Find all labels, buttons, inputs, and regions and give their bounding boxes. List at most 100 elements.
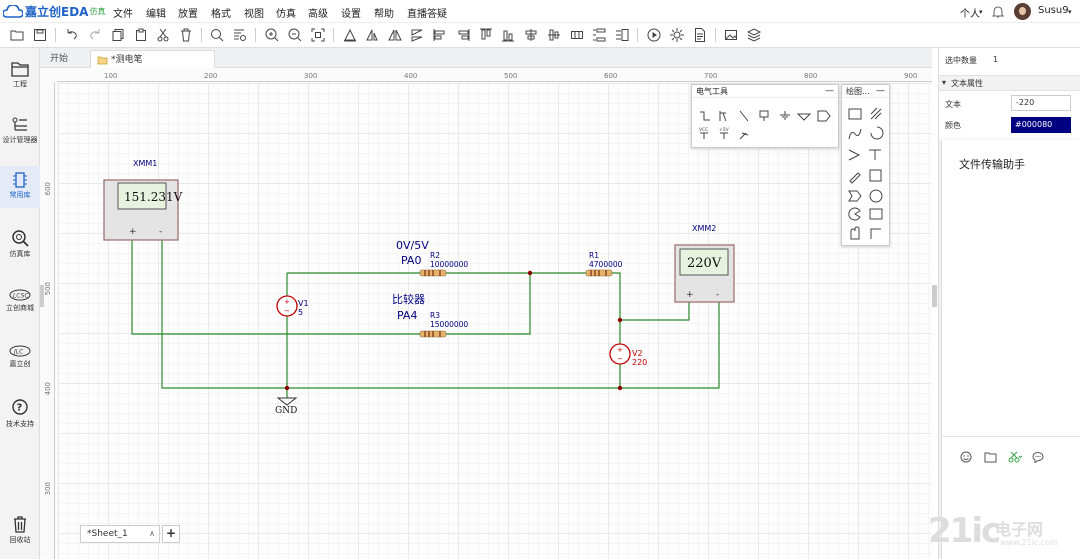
menu-live-qa[interactable]: 直播答疑 [407,9,447,20]
pencil-tool-icon[interactable] [849,172,861,184]
sidebar-item-design-manager[interactable]: 设计管理器 [0,116,40,145]
layer-order-icon[interactable] [614,27,630,43]
menu-place[interactable]: 放置 [178,9,198,20]
circle-tool-icon[interactable] [869,189,883,203]
multimeter-xmm2[interactable]: 220V + - [674,244,735,303]
text-input[interactable]: -220 [1011,95,1071,111]
bus-tool-icon[interactable] [719,111,727,122]
frame-tool-icon[interactable] [848,108,862,120]
avatar[interactable] [1014,3,1031,20]
vcc-tool-icon[interactable] [700,132,708,139]
flip-horizontal-icon[interactable] [387,27,403,43]
arc-tool-icon[interactable] [870,126,884,140]
rotate-ccw-icon[interactable] [364,27,380,43]
sidebar-item-jlc[interactable]: JLC 嘉立创 [0,344,40,369]
note-comparator[interactable]: 比较器 [392,292,425,306]
rect-tool-icon[interactable] [869,169,882,182]
sidebar-item-sim-lib[interactable]: 仿真库 [0,228,40,259]
align-right-icon[interactable] [455,27,471,43]
color-input[interactable]: #000080 [1011,117,1071,133]
menu-edit[interactable]: 编辑 [146,9,166,20]
flip-vertical-icon[interactable] [409,27,425,43]
sheet-tab[interactable]: *Sheet_1 ∧ [80,525,160,543]
pan-tool-icon[interactable] [850,226,860,240]
align-bottom-icon[interactable] [500,27,516,43]
align-center-v-icon[interactable] [546,27,562,43]
emoji-icon[interactable] [960,451,972,463]
menu-help[interactable]: 帮助 [374,9,394,20]
bezier-tool-icon[interactable] [848,128,862,140]
multimeter-xmm1[interactable]: 151.231V + - [103,179,183,241]
image-tool-icon[interactable] [869,208,883,220]
voltage-source-v2[interactable]: + − [609,343,631,365]
sidebar-item-support[interactable]: ? 技术支持 [0,398,40,429]
text-tool-icon[interactable] [869,149,881,160]
user-name[interactable]: Susu9 [1038,5,1069,16]
fit-view-icon[interactable] [310,27,326,43]
net-label-pa4[interactable]: PA4 [397,309,417,322]
ground-tool-icon[interactable] [780,111,790,120]
ground-symbol[interactable] [276,397,298,406]
net-label-pa0[interactable]: PA0 [401,254,421,267]
left-collapse-handle[interactable] [40,285,44,307]
schematic-grid[interactable] [58,83,932,559]
menu-advanced[interactable]: 高级 [308,9,328,20]
personal-menu[interactable]: 个人 [960,9,980,20]
sidebar-item-recycle[interactable]: 回收站 [0,514,40,545]
chat-icon[interactable] [1032,451,1044,463]
netlabel-tool-icon[interactable] [759,110,769,121]
note-range[interactable]: 0V/5V [396,239,429,252]
align-left-icon[interactable] [432,27,448,43]
port-tool-icon[interactable] [817,110,831,122]
cut-icon[interactable] [155,27,171,43]
run-sim-icon[interactable] [646,27,662,43]
sim-settings-icon[interactable] [669,27,685,43]
pie-tool-icon[interactable] [848,207,861,221]
find-replace-icon[interactable] [232,27,248,43]
right-collapse-handle[interactable] [932,285,937,307]
rotate-icon[interactable] [342,27,358,43]
resistor-r3[interactable] [419,330,447,338]
resistor-r2[interactable] [419,269,447,277]
menu-view[interactable]: 视图 [244,9,264,20]
distribute-v-icon[interactable] [591,27,607,43]
arrow-tool-icon[interactable] [848,149,861,161]
app-logo[interactable]: 嘉立创EDA 仿真 [3,3,105,20]
zoom-out-icon[interactable] [287,27,303,43]
menu-format[interactable]: 格式 [211,9,231,20]
plus5v-tool-icon[interactable] [720,132,728,139]
wire[interactable] [161,240,720,389]
menu-settings[interactable]: 设置 [341,9,361,20]
polyline-tool-icon[interactable] [870,107,882,120]
netport-tool-icon[interactable] [796,113,812,121]
wire[interactable] [446,273,531,335]
chevron-up-icon[interactable]: ∧ [149,529,155,538]
add-sheet-button[interactable]: + [162,525,180,543]
align-center-h-icon[interactable] [523,27,539,43]
search-icon[interactable] [209,27,225,43]
tab-start[interactable]: 开始 [50,54,69,64]
menu-sim[interactable]: 仿真 [276,9,296,20]
resistor-r1[interactable] [585,269,613,277]
tag-tool-icon[interactable] [848,190,862,202]
sidebar-item-project[interactable]: 工程 [0,60,40,89]
paste-icon[interactable] [133,27,149,43]
dimension-tool-icon[interactable] [870,228,881,239]
sidebar-item-lcsc[interactable]: LCSC 立创商城 [0,288,40,313]
save-icon[interactable] [32,27,48,43]
zoom-in-icon[interactable] [264,27,280,43]
folder-icon[interactable] [984,451,997,463]
distribute-h-icon[interactable] [569,27,585,43]
bell-icon[interactable] [992,6,1004,18]
copy-icon[interactable] [110,27,126,43]
minimize-button[interactable]: — [825,86,834,96]
align-top-icon[interactable] [478,27,494,43]
probe-tool-icon[interactable] [739,132,749,140]
undo-icon[interactable] [64,27,80,43]
scissors-icon[interactable] [1008,451,1022,463]
wire[interactable] [131,240,420,335]
minimize-button[interactable]: — [876,86,885,96]
sidebar-item-common-lib[interactable]: 常用库 [0,166,40,208]
document-icon[interactable] [692,27,708,43]
image-icon[interactable] [723,27,739,43]
